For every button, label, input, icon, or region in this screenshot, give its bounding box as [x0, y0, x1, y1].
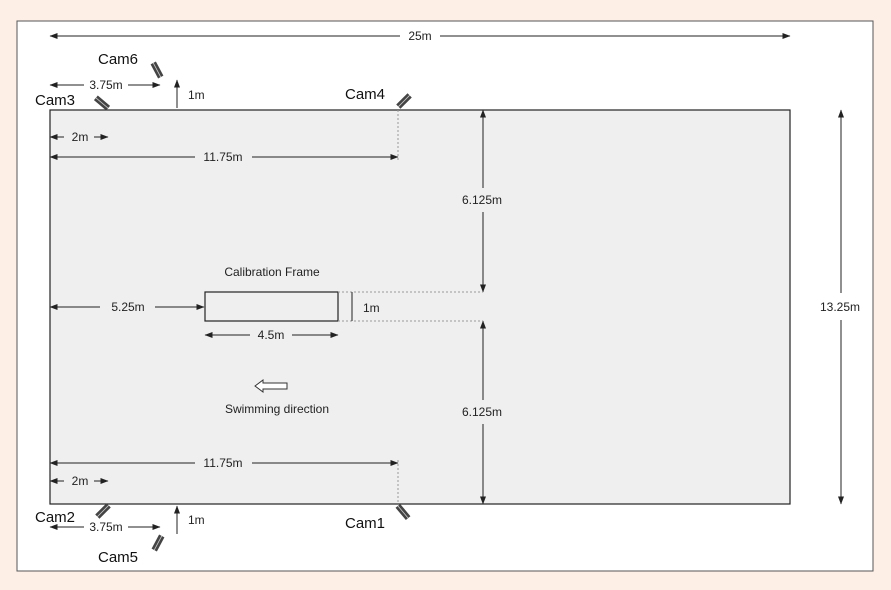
cam2-offset-dimension: 2m: [49, 474, 109, 488]
swim-direction-label: Swimming direction: [225, 402, 329, 416]
calibration-frame: [204, 291, 339, 322]
cam4-label: Cam4: [345, 86, 385, 103]
swimming-direction-group: Swimming direction: [225, 379, 329, 416]
pool-length-label: 25m: [408, 29, 431, 43]
cam4-offset-dimension: 11.75m: [49, 110, 399, 164]
cam2-label: Cam2: [35, 509, 75, 526]
lower-half-label: 6.125m: [462, 405, 502, 419]
cam1-label: Cam1: [345, 515, 385, 532]
cam2-offset-label: 2m: [72, 474, 89, 488]
cam5-setback-dimension: 1m: [174, 505, 205, 534]
cam4-offset-label: 11.75m: [203, 150, 242, 164]
cam4-camera-icon: [396, 93, 412, 109]
calibration-frame-group: Calibration Frame 5.25m 4.5m 1m: [49, 265, 483, 342]
cam6-offset-dimension: 3.75m: [49, 78, 161, 92]
upper-half-label: 6.125m: [462, 193, 502, 207]
cam1-offset-dimension: 11.75m: [49, 456, 399, 504]
cam3-offset-label: 2m: [72, 130, 89, 144]
calibration-frame-title: Calibration Frame: [224, 265, 320, 279]
cam6-label: Cam6: [98, 51, 138, 68]
cam5-camera-icon: [151, 534, 165, 552]
upper-half-dimension: 6.125m: [462, 109, 502, 293]
cam3-label: Cam3: [35, 92, 75, 109]
cam3-offset-dimension: 2m: [49, 130, 109, 144]
pool-length-dimension: 25m: [49, 29, 791, 43]
left-arrow-icon: [254, 379, 288, 393]
cam5-setback-label: 1m: [188, 513, 205, 527]
cam6-setback-label: 1m: [188, 88, 205, 102]
frame-width-label: 1m: [363, 301, 380, 315]
cam2-camera-icon: [95, 503, 111, 519]
lower-half-dimension: 6.125m: [462, 320, 502, 505]
cam5-label: Cam5: [98, 549, 138, 566]
cam1-camera-icon: [395, 503, 411, 521]
frame-length-label: 4.5m: [258, 328, 285, 342]
cam5-offset-dimension: 3.75m: [49, 520, 161, 534]
cam6-offset-label: 3.75m: [89, 78, 122, 92]
pool-width-label: 13.25m: [820, 300, 860, 314]
cam1-offset-label: 11.75m: [203, 456, 242, 470]
cam6-setback-dimension: 1m: [174, 79, 205, 108]
cam6-camera-icon: [150, 61, 164, 79]
cam5-offset-label: 3.75m: [89, 520, 122, 534]
frame-offset-label: 5.25m: [111, 300, 144, 314]
pool-width-dimension: 13.25m: [820, 109, 860, 505]
cam3-camera-icon: [93, 95, 111, 111]
